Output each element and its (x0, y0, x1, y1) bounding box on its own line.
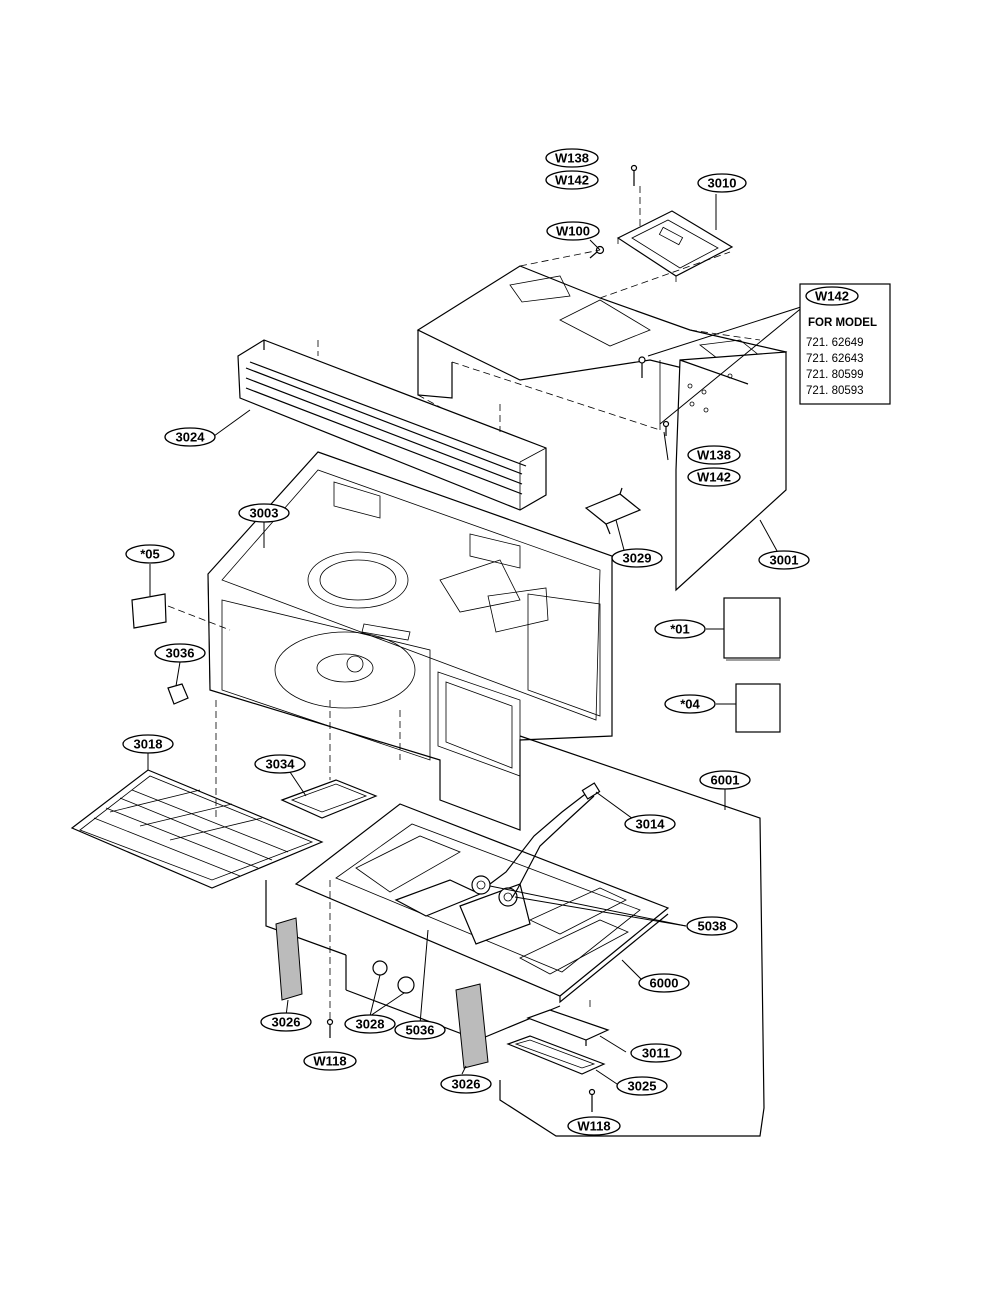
callout-note-01: *01 (654, 619, 706, 639)
svg-text:3026: 3026 (272, 1015, 301, 1030)
part-3034-cover (280, 779, 378, 819)
svg-text:3011: 3011 (642, 1046, 670, 1061)
callout-w118-left: W118 (303, 1051, 357, 1071)
callout-3034: 3034 (254, 754, 306, 774)
part-3028-motors (372, 960, 415, 994)
svg-text:3024: 3024 (176, 430, 206, 445)
model-note-item: 721. 62643 (806, 353, 864, 365)
model-note-box: FOR MODEL 721. 62649 721. 62643 721. 805… (799, 283, 891, 405)
svg-text:W138: W138 (555, 151, 589, 166)
callout-note-05: *05 (125, 544, 175, 564)
callout-w142-note: W142 (805, 286, 859, 306)
callout-w142-top: W142 (545, 170, 599, 190)
svg-text:3036: 3036 (166, 646, 195, 661)
screw-w142-right (638, 356, 646, 378)
sheet-04 (735, 683, 781, 733)
svg-text:W142: W142 (555, 173, 589, 188)
svg-text:*05: *05 (140, 547, 160, 562)
part-3024-grille (237, 339, 547, 511)
callout-w138-right: W138 (687, 445, 741, 465)
part-6001-housing (265, 735, 765, 1137)
svg-text:3003: 3003 (250, 506, 279, 521)
leader-lines (147, 194, 805, 1087)
svg-text:6001: 6001 (711, 773, 740, 788)
part-3036-latch (167, 683, 189, 705)
svg-text:3001: 3001 (770, 553, 799, 568)
callout-3018: 3018 (122, 734, 174, 754)
callout-3003: 3003 (238, 503, 290, 523)
callout-5036: 5036 (394, 1020, 446, 1040)
callout-3026-left: 3026 (260, 1012, 312, 1032)
model-note-heading: FOR MODEL (808, 317, 877, 329)
part-3011-panel (526, 1009, 610, 1046)
svg-text:W138: W138 (697, 448, 731, 463)
manual-01 (723, 597, 781, 661)
svg-text:*01: *01 (670, 622, 690, 637)
svg-text:*04: *04 (680, 697, 700, 712)
callout-3025: 3025 (616, 1076, 668, 1096)
callout-w138-top: W138 (545, 148, 599, 168)
callout-3028: 3028 (344, 1014, 396, 1034)
part-3010-plate (616, 210, 734, 282)
screw-w138-top (630, 164, 638, 186)
callout-3029: 3029 (611, 548, 663, 568)
svg-text:5036: 5036 (406, 1023, 435, 1038)
callout-5038: 5038 (686, 916, 738, 936)
part-3025-panel (506, 1035, 606, 1075)
svg-text:5038: 5038 (698, 919, 727, 934)
callout-3001: 3001 (758, 550, 810, 570)
callout-w100: W100 (546, 221, 600, 241)
model-note-item: 721. 62649 (806, 337, 864, 349)
callout-3024: 3024 (164, 427, 216, 447)
label-sheet-05 (131, 593, 167, 629)
callout-6000: 6000 (638, 973, 690, 993)
part-3018-rack (70, 769, 324, 889)
callout-note-04: *04 (664, 694, 716, 714)
callout-3011: 3011 (630, 1043, 682, 1063)
svg-text:6000: 6000 (650, 976, 679, 991)
svg-text:3025: 3025 (628, 1079, 657, 1094)
svg-text:W118: W118 (577, 1119, 610, 1134)
callout-6001: 6001 (699, 770, 751, 790)
callout-3026-bottom: 3026 (440, 1074, 492, 1094)
svg-text:3014: 3014 (636, 817, 666, 832)
callout-3036: 3036 (154, 643, 206, 663)
screw-w138-right (662, 420, 670, 436)
svg-text:W142: W142 (815, 289, 849, 304)
model-note-item: 721. 80599 (806, 369, 864, 381)
part-3003-cavity (167, 451, 613, 831)
svg-text:W142: W142 (697, 470, 731, 485)
svg-text:3034: 3034 (266, 757, 296, 772)
screw-w118-left (326, 1018, 334, 1038)
screw-w100 (589, 245, 605, 259)
part-3026-filter-left (275, 917, 303, 1001)
svg-text:3029: 3029 (623, 551, 652, 566)
svg-text:3018: 3018 (134, 737, 163, 752)
callout-w118-bottom: W118 (567, 1116, 621, 1136)
svg-text:W118: W118 (313, 1054, 346, 1069)
callout-w142-right: W142 (687, 467, 741, 487)
callout-3014: 3014 (624, 814, 676, 834)
svg-text:W100: W100 (556, 224, 590, 239)
part-3026-filter-bottom (455, 983, 489, 1069)
svg-text:3010: 3010 (708, 176, 737, 191)
part-3029-bracket (584, 487, 642, 535)
svg-text:3028: 3028 (356, 1017, 385, 1032)
svg-text:3026: 3026 (452, 1077, 481, 1092)
callout-3010: 3010 (697, 173, 747, 193)
part-5038-switches (471, 875, 518, 907)
screw-w118-bottom (588, 1088, 596, 1112)
model-note-item: 721. 80593 (806, 385, 864, 397)
